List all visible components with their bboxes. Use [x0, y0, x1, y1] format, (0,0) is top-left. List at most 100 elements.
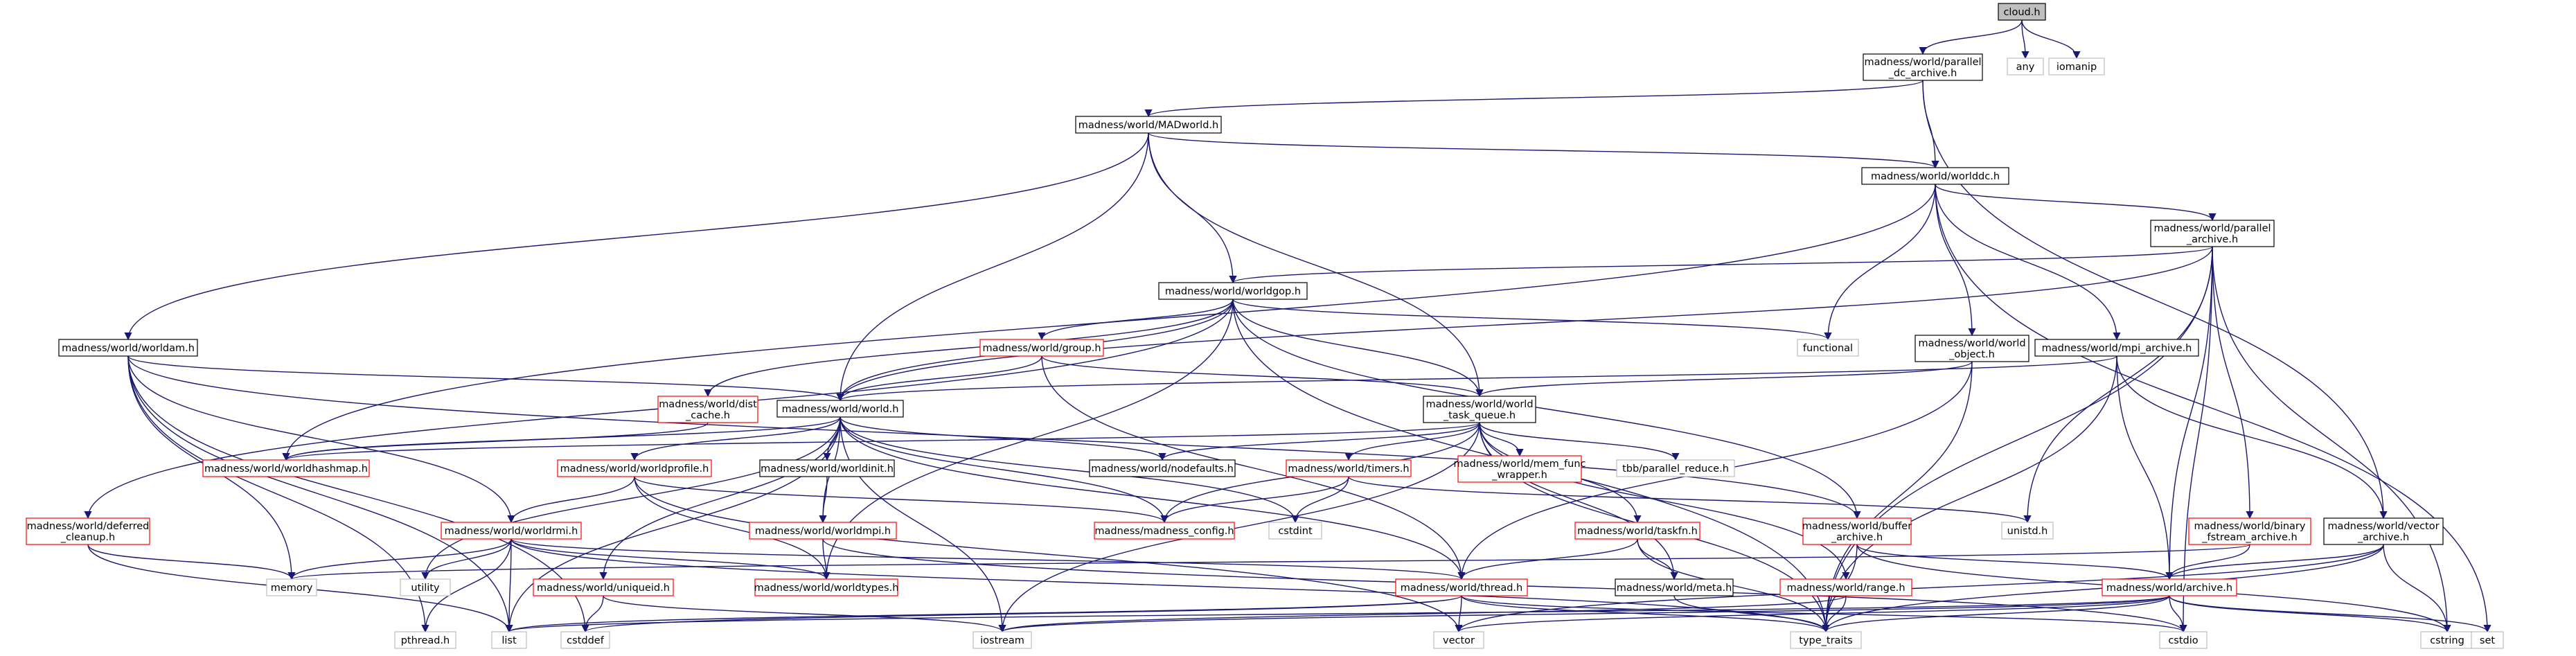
- edge-buffer-archive-to-archive: [1856, 544, 2174, 580]
- node-box: [491, 631, 527, 649]
- node-label: madness/world/world.h: [782, 404, 899, 415]
- node-label: unistd.h: [2007, 526, 2048, 537]
- edge-timers-to-unistd: [1348, 476, 2032, 524]
- node-label: functional: [1803, 343, 1853, 354]
- node-box: [2102, 578, 2237, 596]
- edge-world-to-worldprofile: [630, 416, 841, 461]
- node-world-task-queue[interactable]: madness/world/world_task_queue.h: [1423, 396, 1536, 423]
- node-label: _dc_archive.h: [1888, 68, 1957, 79]
- node-box: [1457, 455, 1582, 483]
- node-world-object[interactable]: madness/world/world_object.h: [1915, 335, 2029, 362]
- edge-worldrmi-to-utility: [421, 538, 512, 580]
- node-taskfn[interactable]: madness/world/taskfn.h: [1574, 522, 1700, 540]
- node-binary-fstream-archive[interactable]: madness/world/binary_fstream_archive.h: [2188, 517, 2311, 545]
- node-worldhashmap[interactable]: madness/world/worldhashmap.h: [202, 459, 370, 477]
- node-box: [1268, 522, 1322, 540]
- node-box: [2420, 631, 2474, 649]
- node-box: [657, 396, 758, 423]
- edge-thread-to-cstddef: [581, 595, 1462, 633]
- edge-parallel-archive-to-unistd: [2023, 246, 2213, 524]
- node-worldgop[interactable]: madness/world/worldgop.h: [1158, 282, 1308, 300]
- node-worldrmi[interactable]: madness/world/worldrmi.h: [441, 522, 582, 540]
- node-thread[interactable]: madness/world/thread.h: [1395, 578, 1528, 596]
- node-label: cloud.h: [2003, 7, 2040, 18]
- edge-world-task-queue-to-iostream: [998, 422, 1480, 633]
- node-box: [1863, 53, 1983, 81]
- edge-world-task-queue-to-nodefaults: [1158, 422, 1480, 461]
- node-box: [979, 339, 1104, 357]
- node-box: [1395, 578, 1528, 596]
- node-box: [1094, 522, 1235, 540]
- edge-MADworld-to-world: [836, 132, 1149, 402]
- node-box: [2001, 522, 2054, 540]
- node-mem-func-wrapper[interactable]: madness/world/mem_func_wrapper.h: [1453, 455, 1586, 483]
- edge-parallel-archive-to-cstring: [2212, 246, 2451, 633]
- node-label: madness/world/worldam.h: [62, 343, 195, 354]
- edge-mpi-archive-to-vector-archive: [2116, 355, 2388, 520]
- node-deferred-cleanup[interactable]: madness/world/deferred_cleanup.h: [26, 517, 150, 545]
- node-box: [2150, 220, 2275, 247]
- edge-world-to-thread: [840, 416, 1466, 580]
- edge-parallel-archive-to-world: [836, 246, 2213, 402]
- edge-MADworld-to-worldam: [124, 132, 1149, 341]
- node-label: madness/world/deferred: [27, 521, 150, 532]
- edge-worldrmi-to-list: [505, 538, 513, 633]
- node-label: madness/world/binary: [2194, 521, 2306, 532]
- node-unistd: unistd.h: [2001, 522, 2054, 540]
- node-worldprofile[interactable]: madness/world/worldprofile.h: [557, 459, 712, 477]
- node-worldinit[interactable]: madness/world/worldinit.h: [759, 459, 895, 477]
- node-box: [1915, 335, 2029, 362]
- node-box: [266, 578, 317, 596]
- node-nodefaults[interactable]: madness/world/nodefaults.h: [1089, 459, 1236, 477]
- node-worldmpi[interactable]: madness/world/worldmpi.h: [749, 522, 897, 540]
- node-group[interactable]: madness/world/group.h: [979, 339, 1104, 357]
- edge-parallel-archive-to-binary-fstream-archive: [2212, 246, 2254, 520]
- node-parallel-archive[interactable]: madness/world/parallel_archive.h: [2150, 220, 2275, 247]
- edge-range-to-iostream: [998, 595, 1847, 633]
- node-dist-cache[interactable]: madness/world/dist_cache.h: [657, 396, 758, 423]
- node-box: [749, 522, 897, 540]
- edge-worldam-to-cstddef: [127, 355, 589, 633]
- node-range[interactable]: madness/world/range.h: [1779, 578, 1912, 596]
- node-box: [1797, 339, 1859, 357]
- node-parallel-dc-archive[interactable]: madness/world/parallel_dc_archive.h: [1863, 53, 1983, 81]
- edge-parallel-dc-archive-to-worlddc: [1922, 80, 1939, 169]
- node-buffer-archive[interactable]: madness/world/buffer_archive.h: [1802, 517, 1912, 545]
- edge-world-to-utility: [421, 416, 841, 580]
- node-uniqueid[interactable]: madness/world/uniqueid.h: [533, 578, 674, 596]
- node-worldtypes[interactable]: madness/world/worldtypes.h: [754, 578, 899, 596]
- edge-worldmpi-to-worldtypes: [822, 538, 830, 580]
- node-archive[interactable]: madness/world/archive.h: [2102, 578, 2237, 596]
- edge-world-to-nodefaults: [840, 416, 1166, 461]
- node-cstdio: cstdio: [2159, 631, 2208, 649]
- edge-cloud-to-iomanip: [2021, 19, 2081, 60]
- node-vector-archive[interactable]: madness/world/vector_archive.h: [2323, 517, 2444, 545]
- node-label: _cleanup.h: [60, 532, 115, 543]
- node-label: vector: [1443, 635, 1475, 646]
- node-box: [1861, 167, 2009, 185]
- node-MADworld[interactable]: madness/world/MADworld.h: [1075, 116, 1222, 134]
- edge-worlddc-to-parallel-archive: [1935, 184, 2217, 222]
- edge-archive-to-iostream: [998, 595, 2170, 633]
- node-world[interactable]: madness/world/world.h: [776, 400, 904, 418]
- node-label: madness/world/taskfn.h: [1577, 526, 1698, 537]
- node-timers[interactable]: madness/world/timers.h: [1286, 459, 1412, 477]
- node-box: [2048, 57, 2105, 76]
- node-madness-config[interactable]: madness/madness_config.h: [1094, 522, 1235, 540]
- node-meta[interactable]: madness/world/meta.h: [1615, 578, 1734, 596]
- node-label: madness/world/worldprofile.h: [560, 463, 709, 475]
- node-label: tbb/parallel_reduce.h: [1622, 463, 1729, 475]
- node-cloud[interactable]: cloud.h: [1998, 3, 2046, 21]
- node-box: [1433, 631, 1484, 649]
- edge-mpi-archive-to-world: [836, 355, 2117, 402]
- node-worldam[interactable]: madness/world/worldam.h: [58, 339, 198, 357]
- node-label: madness/world/thread.h: [1401, 583, 1522, 594]
- edge-worldgop-to-world-task-queue: [1232, 299, 1484, 398]
- node-box: [2007, 57, 2044, 76]
- node-label: list: [501, 635, 517, 646]
- node-worlddc[interactable]: madness/world/worlddc.h: [1861, 167, 2009, 185]
- edge-parallel-dc-archive-to-MADworld: [1144, 80, 1924, 118]
- node-mpi-archive[interactable]: madness/world/mpi_archive.h: [2034, 339, 2199, 357]
- edge-world-object-to-world-task-queue: [1475, 361, 1973, 398]
- edge-timers-to-cstdint: [1291, 476, 1349, 524]
